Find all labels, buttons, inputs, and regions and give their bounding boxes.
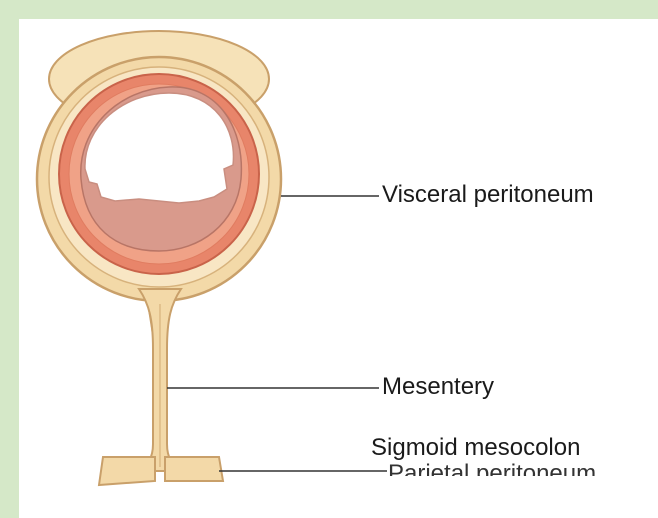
parietal-peritoneum-left	[99, 457, 155, 485]
parietal-peritoneum-right	[165, 457, 223, 481]
sigmoid-mesocolon-label: Sigmoid mesocolon	[369, 433, 586, 463]
mesentery-label: Mesentery	[382, 373, 494, 401]
visceral-peritoneum-label: Visceral peritoneum	[382, 181, 594, 209]
diagram-panel: Visceral peritoneum Mesentery Parietal p…	[19, 19, 658, 518]
